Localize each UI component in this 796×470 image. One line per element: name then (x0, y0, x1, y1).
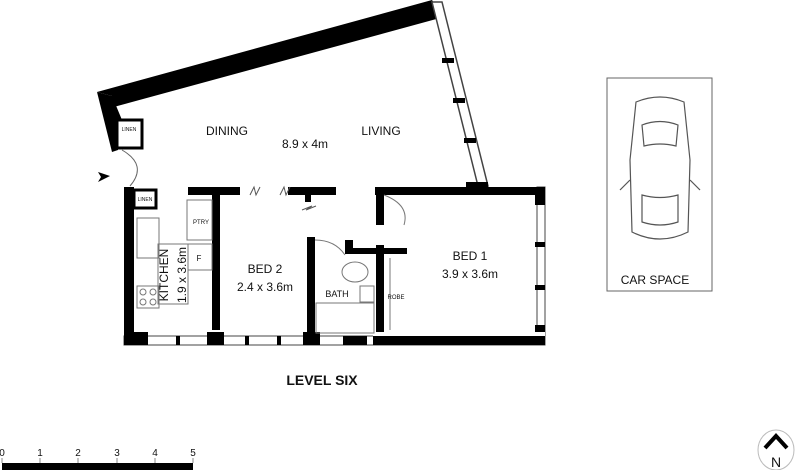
wall (376, 245, 384, 345)
wall (305, 190, 311, 202)
room-size-kitchen: 1.9 x 3.6m (175, 247, 189, 303)
window-mullion (464, 138, 476, 143)
wall (303, 332, 320, 345)
wall (535, 187, 545, 205)
entry-arrow-icon (98, 172, 110, 182)
wall (535, 242, 545, 247)
scale-tick-label: 1 (37, 448, 43, 459)
wall-corner (466, 182, 488, 190)
scale-tick-label: 4 (152, 448, 158, 459)
wall (535, 285, 545, 290)
wall (277, 336, 281, 345)
room-label-kitchen: KITCHEN (157, 249, 171, 302)
scale-ticks (1, 458, 194, 463)
kitchen-fixtures (136, 194, 406, 334)
wall (176, 336, 180, 345)
window-mullion (442, 58, 454, 63)
scale-tick-label: 0 (0, 448, 5, 459)
scale-bar (2, 463, 193, 470)
wall (343, 336, 367, 345)
room-size-bed2: 2.4 x 3.6m (237, 280, 293, 294)
wall (124, 332, 148, 345)
north-arrow-icon: N (757, 429, 795, 470)
sliding-doors (249, 185, 317, 211)
label-car-space: CAR SPACE (621, 273, 689, 287)
wall (212, 190, 220, 330)
wall (288, 187, 336, 195)
level-title: LEVEL SIX (286, 372, 358, 388)
label-linen-1: LINEN (122, 127, 137, 133)
car-icon (619, 96, 701, 240)
room-label-robe: ROBE (387, 295, 404, 301)
wall (345, 240, 353, 252)
wall (207, 332, 224, 345)
scale-tick-label: 5 (190, 448, 196, 459)
room-label-dining: DINING (206, 124, 248, 138)
room-label-living: LIVING (361, 124, 400, 138)
room-size-bed1: 3.9 x 3.6m (442, 267, 498, 281)
wall (307, 237, 315, 345)
linen-cupboard-2 (132, 188, 158, 210)
scale-tick-label: 2 (75, 448, 81, 459)
wall-north (97, 0, 440, 108)
label-linen-2: LINEN (138, 197, 153, 203)
room-size-dining-living: 8.9 x 4m (282, 137, 328, 151)
wall (373, 336, 545, 345)
entry-door-swing (121, 149, 138, 187)
north-label: N (771, 454, 781, 470)
wall (345, 248, 407, 254)
label-fridge: F (197, 254, 202, 263)
scale-tick-label: 3 (114, 448, 120, 459)
car-space (606, 77, 713, 292)
wall (245, 336, 249, 345)
wall (124, 187, 134, 345)
wall (375, 187, 545, 195)
room-label-bed1: BED 1 (453, 249, 488, 263)
room-label-bed2: BED 2 (248, 262, 283, 276)
wall-east (536, 186, 546, 346)
window-mullion (453, 98, 465, 103)
room-label-bath: BATH (325, 289, 348, 299)
wall (376, 190, 384, 225)
window-east-upper (431, 1, 489, 187)
label-pantry: PTRY (193, 220, 209, 226)
linen-cupboard-1 (115, 118, 144, 150)
